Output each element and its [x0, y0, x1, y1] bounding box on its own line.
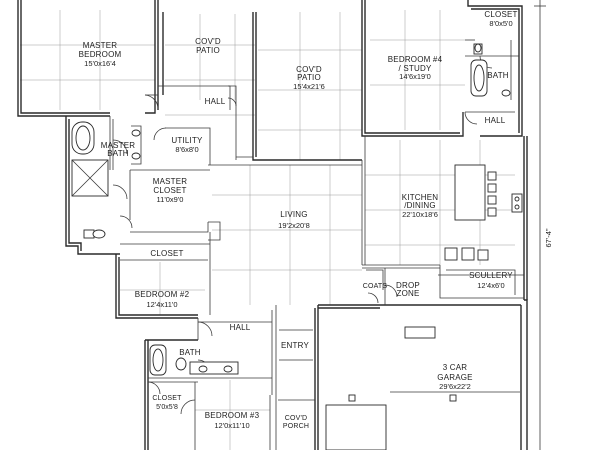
master-bath-label: MASTER — [101, 141, 136, 150]
room-kitchen: KITCHEN /DINING 22'10x18'6 — [402, 193, 439, 219]
room-master-closet: MASTER CLOSET 11'0x9'0 — [153, 177, 188, 204]
master-bedroom-label-2: BEDROOM — [79, 50, 122, 59]
master-closet-label-2: CLOSET — [153, 186, 186, 195]
hall-lower-label: HALL — [230, 323, 251, 332]
master-bedroom-label: MASTER — [83, 41, 118, 50]
room-bedroom3: BEDROOM #3 12'0x11'10 — [205, 411, 260, 430]
living-dim: 19'2x20'8 — [278, 221, 310, 230]
room-garage: 3 CAR GARAGE 29'6x22'2 — [437, 363, 472, 391]
room-closet-lower: CLOSET 5'0x5'8 — [152, 395, 182, 411]
room-utility: UTILITY 8'6x8'0 — [171, 136, 203, 154]
room-drop-zone: DROP ZONE — [396, 281, 420, 298]
living-grid — [212, 165, 362, 305]
room-closet-top-right: CLOSET 8'0x5'0 — [484, 10, 517, 28]
garage-label: 3 CAR — [443, 363, 468, 372]
covd-patio-large-label-2: PATIO — [297, 73, 321, 82]
bedroom2-label: BEDROOM #2 — [135, 290, 190, 299]
bedroom4-label-2: / STUDY — [399, 64, 432, 73]
master-bedroom-dim: 15'0x16'4 — [84, 59, 116, 68]
exterior-walls — [17, 0, 528, 450]
closet-top-right-dim: 8'0x5'0 — [489, 19, 512, 28]
scullery-dim: 12'4x6'0 — [477, 281, 504, 290]
master-closet-label: MASTER — [153, 177, 188, 186]
room-master-bedroom: MASTER BEDROOM 15'0x16'4 — [79, 41, 122, 68]
closet-mid-label: CLOSET — [150, 249, 183, 258]
covd-porch-label-2: PORCH — [283, 423, 309, 430]
drop-zone-label-2: ZONE — [396, 289, 419, 298]
covd-patio-large-dim: 15'4x21'6 — [293, 82, 325, 91]
room-scullery: SCULLERY 12'4x6'0 — [469, 271, 513, 290]
room-covd-porch: COV'D PORCH — [283, 415, 309, 430]
kitchen-label-2: /DINING — [404, 201, 436, 210]
bath-lower-label: BATH — [179, 348, 201, 357]
patio-grid — [165, 12, 362, 160]
room-bedroom2: BEDROOM #2 12'4x11'0 — [135, 290, 190, 309]
hall-top-right-label: HALL — [485, 116, 506, 125]
covd-porch-label: COV'D — [285, 415, 308, 422]
room-covd-patio-large: COV'D PATIO 15'4x21'6 — [293, 65, 325, 91]
room-master-bath: MASTER BATH — [101, 141, 136, 158]
covd-patio-small-label: COV'D — [195, 37, 221, 46]
coats-label: COATS — [363, 283, 388, 290]
master-bath-label-2: BATH — [107, 149, 129, 158]
living-label: LIVING — [280, 210, 307, 219]
kitchen-label: KITCHEN — [402, 193, 439, 202]
closet-lower-dim: 5'0x5'8 — [156, 404, 178, 411]
covd-patio-large-label: COV'D — [296, 65, 322, 74]
master-closet-dim: 11'0x9'0 — [157, 195, 184, 204]
bedroom-grid — [20, 10, 465, 450]
hall-upper-label: HALL — [205, 97, 226, 106]
garage-dim: 29'6x22'2 — [439, 382, 471, 391]
bedroom2-dim: 12'4x11'0 — [146, 300, 177, 309]
room-bedroom4: BEDROOM #4 / STUDY 14'6x19'0 — [388, 55, 443, 81]
bedroom4-dim: 14'6x19'0 — [399, 72, 431, 81]
bath-top-right-label: BATH — [487, 71, 509, 80]
bedroom3-label: BEDROOM #3 — [205, 411, 260, 420]
overall-dimension-label: 67'-4" — [544, 228, 553, 247]
room-living: LIVING 19'2x20'8 — [278, 210, 310, 230]
drop-zone-label: DROP — [396, 281, 420, 290]
utility-label: UTILITY — [171, 136, 203, 145]
bedroom3-dim: 12'0x11'10 — [214, 421, 249, 430]
scullery-label: SCULLERY — [469, 271, 513, 280]
entry-label: ENTRY — [281, 341, 309, 350]
overall-dimension-line: 67'-4" — [534, 0, 553, 450]
bedroom4-label: BEDROOM #4 — [388, 55, 443, 64]
kitchen-dim: 22'10x18'6 — [402, 210, 438, 219]
covd-patio-small-label-2: PATIO — [196, 46, 220, 55]
closet-top-right-label: CLOSET — [484, 10, 517, 19]
fixtures — [71, 43, 523, 450]
door-swings — [112, 55, 493, 415]
room-covd-patio-small: COV'D PATIO — [195, 37, 221, 55]
garage-label-2: GARAGE — [437, 373, 472, 382]
room-labels: MASTER BEDROOM 15'0x16'4 COV'D PATIO COV… — [79, 10, 518, 430]
closet-lower-label: CLOSET — [152, 395, 182, 402]
interior-walls — [109, 39, 524, 450]
utility-dim: 8'6x8'0 — [175, 145, 198, 154]
